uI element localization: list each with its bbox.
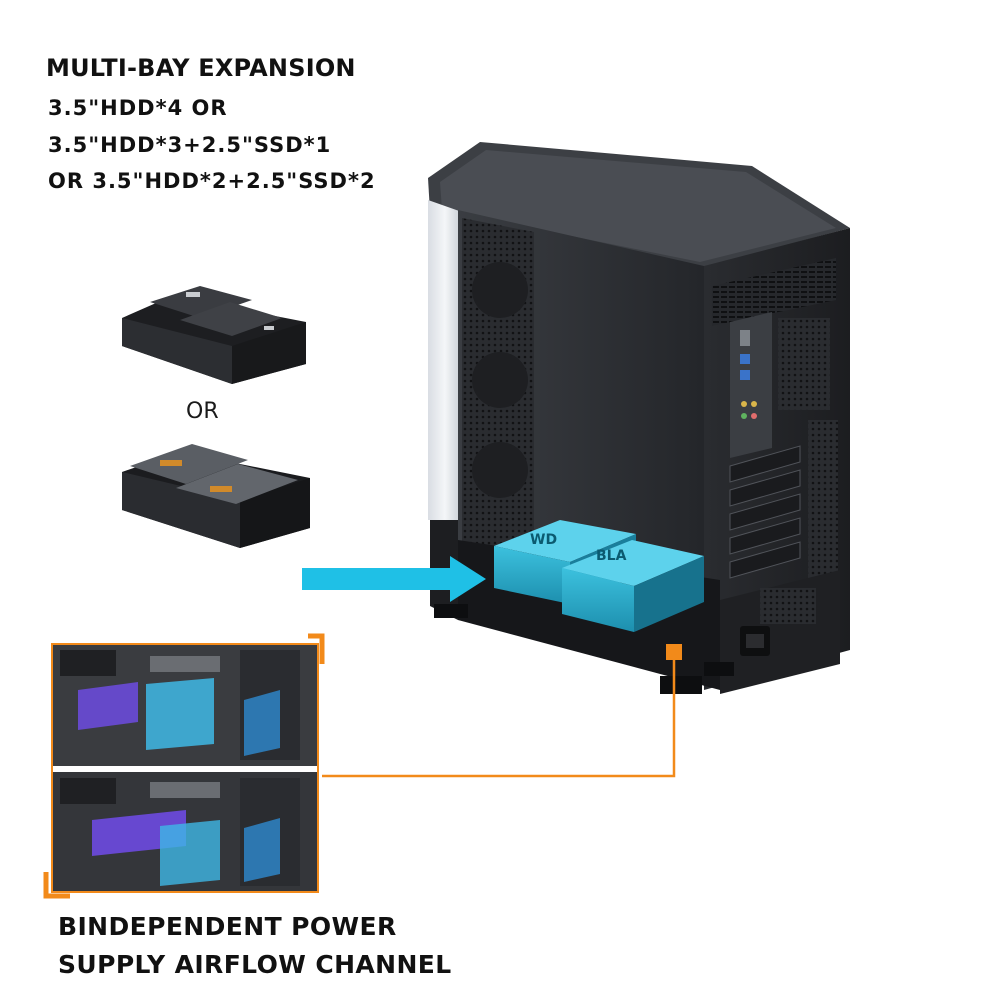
or-label: OR — [186, 399, 219, 424]
caption-line-2: SUPPLY AIRFLOW CHANNEL — [58, 950, 452, 979]
config-line-1: 3.5"HDD*4 OR — [48, 96, 228, 120]
headline: MULTI-BAY EXPANSION — [46, 54, 356, 82]
airflow-inset-frame — [43, 633, 325, 899]
drive-label-1: WD — [530, 532, 557, 548]
hdd-bracket-image — [122, 444, 310, 548]
orange-callout-connector — [322, 644, 682, 778]
caption-line-1: BINDEPENDENT POWER — [58, 912, 397, 941]
installed-hdd-stack: WD BLA — [494, 520, 704, 632]
config-line-3: OR 3.5"HDD*2+2.5"SSD*2 — [48, 169, 376, 193]
ssd-bracket-image — [122, 286, 306, 384]
drive-label-2: BLA — [596, 548, 627, 564]
config-line-2: 3.5"HDD*3+2.5"SSD*1 — [48, 133, 332, 157]
cyan-pointer-arrow — [302, 556, 486, 602]
